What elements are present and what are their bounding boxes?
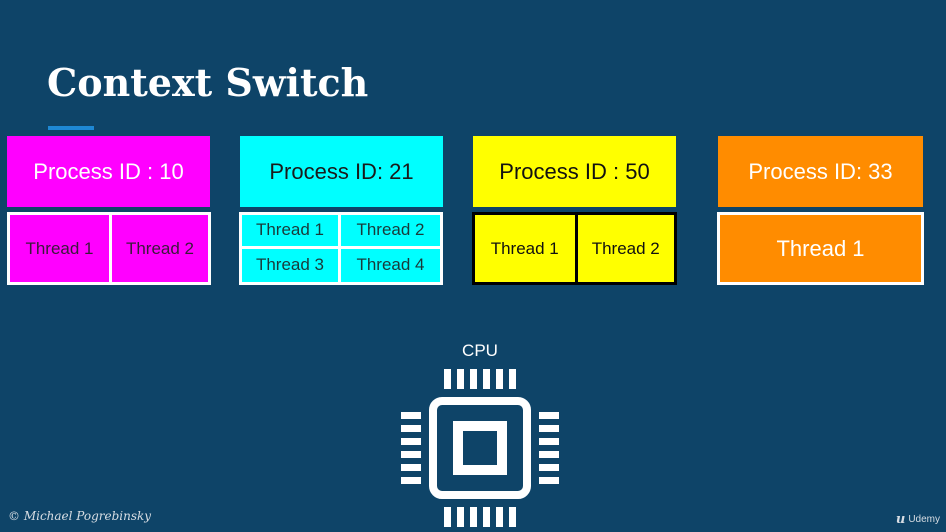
thread-cell: Thread 1: [776, 235, 865, 261]
process-50-threads: Thread 1 Thread 2: [472, 212, 677, 285]
thread-cell: Thread 2: [109, 215, 208, 282]
process-21-threads: Thread 1 Thread 2 Thread 3 Thread 4: [239, 212, 443, 285]
thread-cell: Thread 3: [242, 248, 341, 282]
thread-cell: Thread 2: [574, 215, 675, 282]
cpu-label: CPU: [462, 341, 498, 360]
process-10-header: Process ID : 10: [7, 136, 210, 207]
process-50-header: Process ID : 50: [473, 136, 676, 207]
process-21-header: Process ID: 21: [240, 136, 443, 207]
slide-title: Context Switch: [47, 60, 369, 105]
udemy-brand: u Udemy: [896, 512, 940, 527]
author-credit: © Michael Pogrebinsky: [8, 509, 152, 523]
udemy-brand-label: Udemy: [908, 514, 940, 525]
udemy-logo-icon: u: [895, 512, 906, 527]
thread-cell: Thread 1: [25, 238, 94, 258]
thread-cell: Thread 2: [341, 215, 440, 249]
process-33-header: Process ID: 33: [718, 136, 923, 207]
thread-cell: Thread 4: [356, 255, 425, 275]
thread-cell: Thread 1: [490, 238, 559, 258]
cpu-chip-icon: [401, 369, 559, 527]
process-33-threads: Thread 1: [717, 212, 924, 285]
process-10-threads: Thread 1 Thread 2: [7, 212, 211, 285]
title-underline: [48, 126, 94, 130]
thread-cell: Thread 1: [242, 215, 341, 249]
